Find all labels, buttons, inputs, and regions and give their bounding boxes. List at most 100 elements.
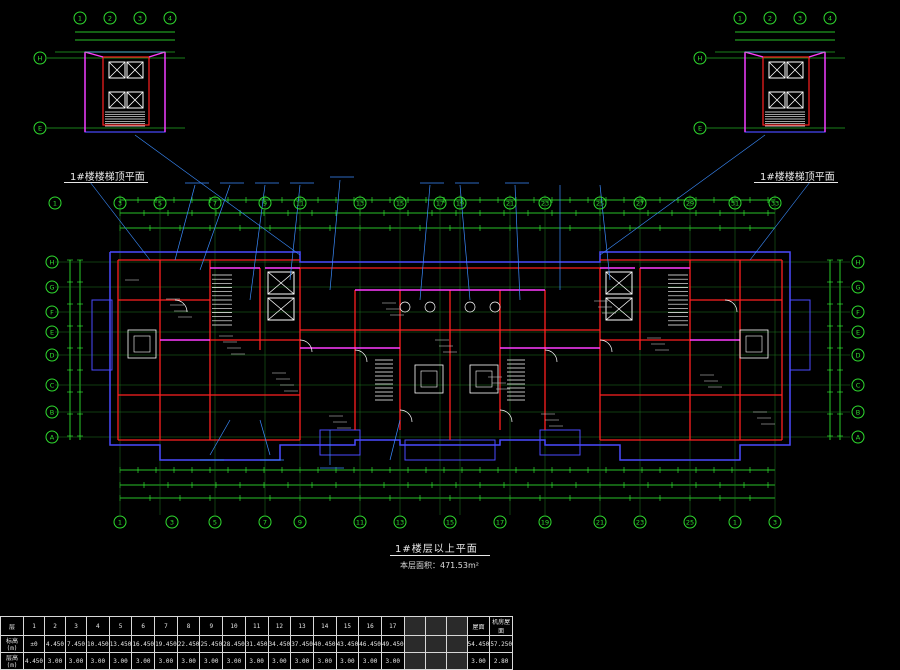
- right-stair-title: 1#楼楼梯顶平面: [760, 172, 835, 183]
- table-cell: 7: [154, 616, 178, 636]
- grid-bubble: [393, 515, 407, 529]
- table-cell: 54.450: [466, 635, 491, 653]
- grid-bubble: [48, 196, 62, 210]
- grid-bubble-label: 7: [263, 519, 267, 527]
- table-cell: 3.00: [380, 652, 405, 670]
- grid-bubble-label: 13: [396, 519, 404, 527]
- grid-bubble: [793, 11, 807, 25]
- table-cell: 屋面: [466, 616, 491, 636]
- annotation-leader: [389, 419, 401, 461]
- grid-bubble: [45, 348, 59, 362]
- grid-bubble: [353, 196, 367, 210]
- grid-bubble-label: 23: [636, 519, 644, 527]
- table-cell: 3.00: [199, 652, 224, 670]
- grid-bubble-label: 13: [356, 200, 364, 208]
- fixture: [739, 329, 769, 359]
- grid-bubble-label: 4: [828, 15, 832, 23]
- fixture: [414, 364, 444, 394]
- annotation-leader: [419, 184, 431, 301]
- grid-bubble-label: C: [50, 382, 55, 390]
- balcony: [539, 429, 581, 456]
- elevator-shaft: [126, 91, 144, 109]
- door-swing: [724, 299, 738, 313]
- fixture-inner: [420, 370, 438, 388]
- grid-bubble: [851, 325, 865, 339]
- grid-bubble: [768, 515, 782, 529]
- elevator-cross: [605, 297, 633, 321]
- grid-bubble-label: 19: [541, 519, 549, 527]
- annotation-leader: [599, 184, 611, 281]
- grid-bubble-label: 1: [53, 200, 57, 208]
- balcony: [319, 429, 361, 456]
- elevator-cross: [267, 297, 295, 321]
- grid-bubble-label: B: [856, 409, 860, 417]
- table-cell: 3.00: [267, 652, 292, 670]
- table-cell: 1: [23, 616, 45, 636]
- fixture: [127, 329, 157, 359]
- table-cell: 4.450: [23, 652, 45, 670]
- grid-bubble-label: D: [855, 352, 860, 360]
- grid-bubble-label: 27: [636, 200, 644, 208]
- elevator-shaft: [786, 91, 804, 109]
- table-cell: 2: [44, 616, 66, 636]
- annotation-leader: [289, 184, 301, 281]
- table-cell: 34.450: [267, 635, 292, 653]
- grid-bubble-label: D: [49, 352, 54, 360]
- grid-bubble-label: 15: [396, 200, 404, 208]
- sanitary-fixture: [489, 301, 501, 313]
- grid-bubble: [693, 51, 707, 65]
- grid-bubble: [733, 11, 747, 25]
- grid-bubble: [293, 515, 307, 529]
- elevator-shaft: [267, 271, 295, 295]
- table-cell: 14: [312, 616, 337, 636]
- grid-bubble: [538, 515, 552, 529]
- elevator-cross: [786, 61, 804, 79]
- elevator-shaft: [108, 91, 126, 109]
- table-cell: 31.450: [244, 635, 269, 653]
- highlight-wall: [148, 51, 166, 58]
- grid-bubble-label: 25: [596, 200, 604, 208]
- table-cell: 2.80: [489, 652, 513, 670]
- annotation-leader: [199, 184, 231, 271]
- table-cell: 12: [267, 616, 292, 636]
- floor-area-note: 本层面积：471.53m²: [400, 561, 479, 570]
- table-cell: 10: [222, 616, 246, 636]
- elevator-shaft: [605, 271, 633, 295]
- door-swing: [399, 409, 413, 423]
- grid-bubble-label: 3: [138, 15, 142, 23]
- elevator-cross: [786, 91, 804, 109]
- table-cell: 层高(m): [0, 652, 24, 670]
- grid-bubble: [593, 515, 607, 529]
- left-stair-title-underline: [64, 182, 148, 183]
- grid-bubble: [45, 378, 59, 392]
- grid-bubble: [45, 305, 59, 319]
- table-cell: 4: [86, 616, 110, 636]
- grid-bubble-label: 1: [78, 15, 82, 23]
- grid-bubble-label: G: [855, 284, 860, 292]
- door-swing: [499, 409, 513, 423]
- grid-bubble: [633, 515, 647, 529]
- annotation-leader: [459, 184, 471, 301]
- highlight-wall: [808, 51, 826, 58]
- grid-bubble-label: 5: [213, 519, 217, 527]
- grid-bubble: [165, 515, 179, 529]
- grid-bubble: [538, 196, 552, 210]
- table-cell: 4.450: [44, 635, 66, 653]
- annotation-leader: [249, 184, 266, 301]
- grid-bubble: [133, 11, 147, 25]
- grid-bubble-label: H: [50, 259, 55, 267]
- plan-title-underline: [390, 555, 490, 556]
- grid-bubble: [103, 11, 117, 25]
- left-stair-title: 1#楼楼梯顶平面: [70, 172, 145, 183]
- annotation-leader: [259, 419, 271, 456]
- table-cell: 46.450: [358, 635, 382, 653]
- table-cell: 标高(m): [0, 635, 24, 653]
- elevator-cross: [267, 271, 295, 295]
- fixture-inner: [475, 370, 493, 388]
- table-cell: [445, 635, 468, 653]
- grid-bubble: [45, 255, 59, 269]
- highlight-wall: [744, 51, 764, 58]
